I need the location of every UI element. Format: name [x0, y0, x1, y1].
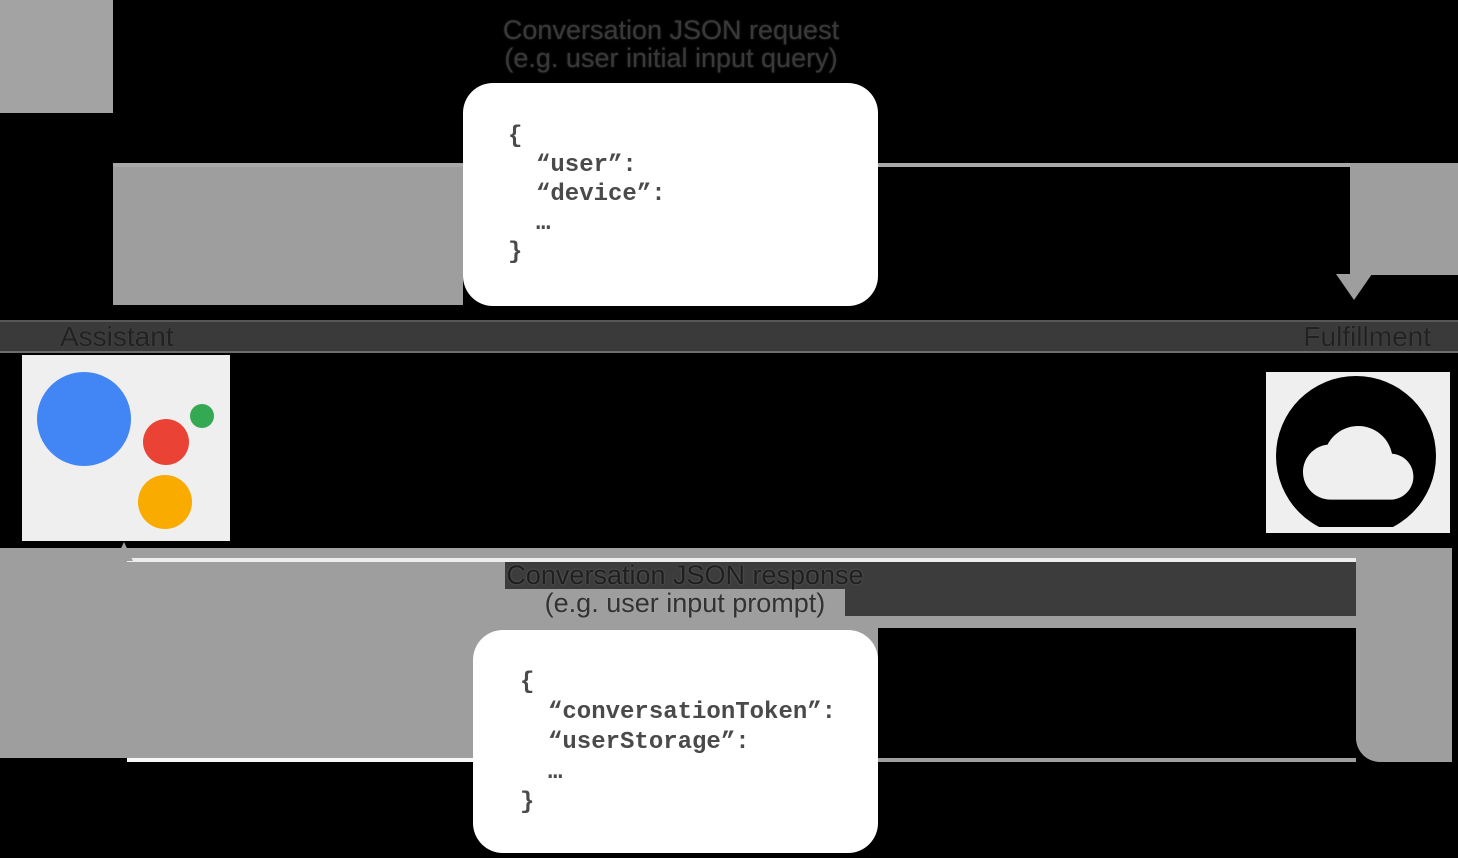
request-title-line2: (e.g. user initial input query) — [504, 43, 838, 73]
json-line: “conversationToken”: — [548, 699, 837, 726]
assistant-logo-yellow-circle — [138, 475, 192, 529]
arrow-down-icon — [1336, 274, 1372, 300]
response-label-stripe-2 — [845, 589, 1356, 616]
assistant-icon — [22, 355, 230, 541]
request-arrow-body-right — [1350, 163, 1458, 275]
response-title-line1: Conversation JSON response — [506, 560, 864, 590]
json-line: { — [508, 123, 523, 150]
json-line: “userStorage”: — [548, 729, 750, 756]
arrow-up-icon — [115, 542, 133, 561]
response-arrow-cutout — [878, 628, 1356, 758]
response-arrow-body-right — [1356, 548, 1452, 762]
fulfillment-label: Fulfillment — [1303, 321, 1431, 352]
cloud-icon — [1266, 372, 1450, 533]
json-line: { — [520, 669, 535, 696]
response-json-card: { “conversationToken”: “userStorage”: … … — [473, 630, 878, 853]
json-line: … — [548, 759, 563, 786]
request-arrow-body-far-left — [0, 0, 113, 113]
json-line: “user”: — [536, 152, 637, 179]
request-arrow-body-left — [113, 163, 463, 305]
response-title: Conversation JSON response (e.g. user in… — [0, 561, 1370, 617]
response-arrow-bottom-line-left — [127, 758, 473, 762]
json-line: “device”: — [536, 181, 666, 208]
cloud-icon-svg — [1276, 376, 1436, 527]
json-line: … — [536, 210, 551, 237]
assistant-logo-green-circle — [190, 404, 214, 428]
assistant-label: Assistant — [60, 321, 174, 352]
json-line: } — [508, 239, 523, 266]
json-line: } — [520, 789, 535, 816]
response-arrow-top-line — [127, 558, 1356, 562]
response-title-line2: (e.g. user input prompt) — [544, 588, 826, 618]
request-title: Conversation JSON request (e.g. user ini… — [0, 16, 1342, 72]
request-json-card: { “user”: “device”: … } — [463, 83, 878, 306]
request-title-line1: Conversation JSON request — [502, 15, 840, 45]
response-arrow-bottom-line-right — [878, 758, 1356, 762]
assistant-logo-red-circle — [143, 419, 189, 465]
response-label-stripe-1 — [505, 562, 1356, 589]
actor-band — [0, 320, 1458, 353]
assistant-logo-blue-circle — [37, 372, 131, 466]
